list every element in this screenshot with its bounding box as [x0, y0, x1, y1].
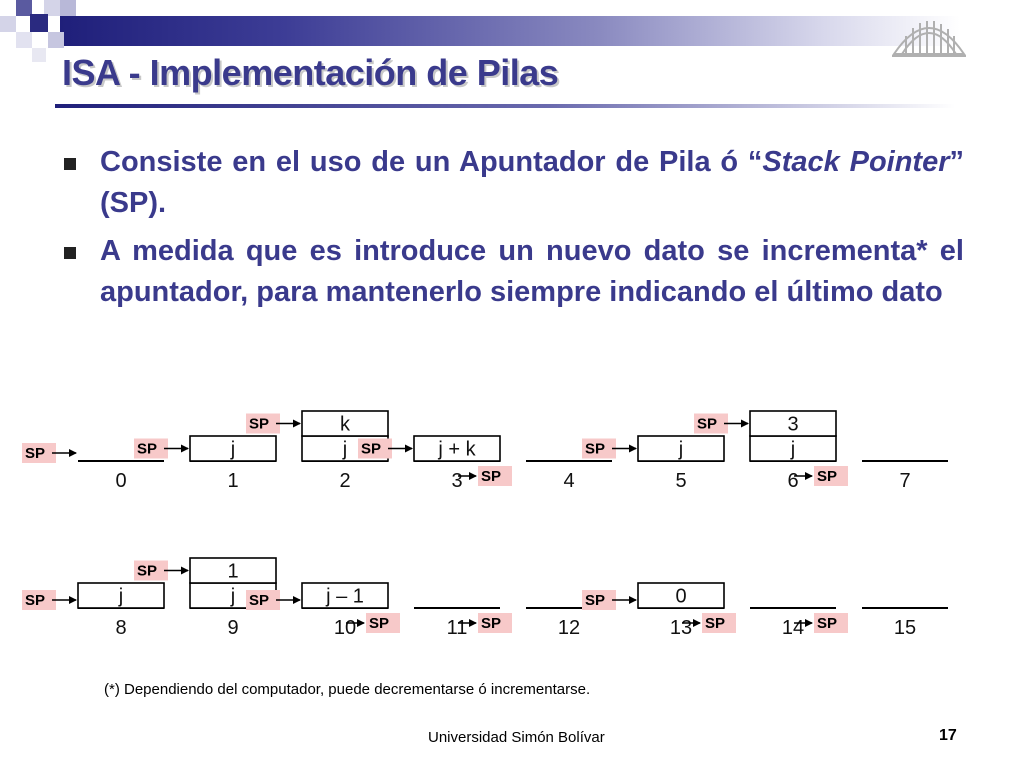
stack-cell-value: k: [340, 414, 351, 436]
sp-label: SP: [25, 592, 45, 609]
sp-label: SP: [361, 441, 381, 458]
sp-label: SP: [137, 563, 157, 580]
sp-label-box: [478, 466, 512, 486]
sp-label-box: [814, 613, 848, 633]
stack-cell-value: j – 1: [325, 586, 364, 608]
bullet-item: Consiste en el uso de un Apuntador de Pi…: [62, 142, 964, 224]
decor-square: [44, 0, 60, 16]
stack-cell: [189, 435, 277, 462]
stack-position-label: 11: [447, 617, 468, 639]
decor-square: [32, 48, 46, 62]
sp-label-box: [582, 590, 616, 610]
decor-square: [0, 16, 16, 32]
stack-cell-value: j: [118, 586, 123, 608]
stack-cell: [637, 435, 725, 462]
bullet-text: Consiste en el uso de un Apuntador de Pi…: [100, 146, 763, 178]
decor-square: [48, 32, 64, 48]
bullet-square-icon: [64, 247, 76, 259]
sp-label-box: [814, 466, 848, 486]
stack-position-label: 4: [563, 470, 574, 492]
decor-square: [16, 32, 32, 48]
sp-label: SP: [249, 416, 269, 433]
stack-position-label: 2: [339, 470, 350, 492]
sp-label: SP: [817, 615, 837, 632]
sp-label: SP: [697, 416, 717, 433]
decor-square: [30, 14, 48, 32]
stack-cell: [413, 435, 501, 462]
stack-cell-value: 0: [675, 586, 686, 608]
sp-label: SP: [817, 468, 837, 485]
sp-label: SP: [137, 441, 157, 458]
bullet-text: Stack Pointer: [762, 146, 950, 178]
stack-position-label: 12: [558, 617, 580, 639]
sp-label-box: [702, 613, 736, 633]
sp-label: SP: [481, 615, 501, 632]
stack-position-label: 15: [894, 617, 916, 639]
stack-position-label: 9: [227, 617, 238, 639]
bullet-text: ” (SP).: [100, 146, 964, 219]
sp-label: SP: [369, 615, 389, 632]
stack-cell: [189, 557, 277, 584]
sp-label: SP: [585, 592, 605, 609]
stack-position-label: 6: [787, 470, 798, 492]
stack-cell: [749, 410, 837, 437]
sp-label-box: [246, 413, 280, 434]
sp-label-box: [694, 413, 728, 434]
bullet-square-icon: [64, 158, 76, 170]
sp-label-box: [134, 438, 168, 459]
stack-position-label: 13: [670, 617, 692, 639]
bullet-list: Consiste en el uso de un Apuntador de Pi…: [62, 142, 964, 320]
sp-label: SP: [249, 592, 269, 609]
sp-label: SP: [481, 468, 501, 485]
stack-cell-value: j: [230, 439, 235, 461]
stack-position-label: 14: [782, 617, 804, 639]
stack-cell: [637, 582, 725, 609]
stack-cell: [301, 582, 389, 609]
university-logo: [892, 21, 966, 57]
stack-cell: [77, 582, 165, 609]
header-bar: [60, 16, 960, 46]
decor-square: [16, 0, 32, 16]
sp-label-box: [246, 590, 280, 610]
stack-cell: [301, 410, 389, 437]
footer-institution: Universidad Simón Bolívar: [428, 729, 605, 746]
stack-position-label: 3: [451, 470, 462, 492]
stack-cell-value: 3: [787, 414, 798, 436]
stack-cell-value: j + k: [437, 439, 476, 461]
page-number: 17: [939, 727, 957, 744]
title-underline: [55, 104, 955, 108]
bullet-text: A medida que es introduce un nuevo dato …: [100, 235, 964, 308]
sp-label-box: [134, 560, 168, 581]
stack-position-label: 7: [899, 470, 910, 492]
stack-position-label: 5: [675, 470, 686, 492]
stack-cell-value: 1: [227, 561, 238, 583]
sp-label: SP: [25, 445, 45, 462]
sp-label-box: [582, 438, 616, 459]
stack-cell-value: j: [230, 586, 235, 608]
stack-position-label: 8: [115, 617, 126, 639]
sp-label-box: [366, 613, 400, 633]
stack-position-label: 1: [227, 470, 238, 492]
stack-position-label: 10: [334, 617, 356, 639]
stack-cell-value: j: [678, 439, 683, 461]
sp-label: SP: [585, 441, 605, 458]
sp-label: SP: [705, 615, 725, 632]
sp-label-box: [22, 443, 56, 463]
sp-label-box: [22, 590, 56, 610]
stack-cell-value: j: [790, 439, 795, 461]
stack-position-label: 0: [115, 470, 126, 492]
slide-title: ISA - Implementación de Pilas: [62, 52, 559, 93]
footnote: (*) Dependiendo del computador, puede de…: [104, 681, 591, 698]
decor-square: [60, 0, 76, 16]
bullet-item: A medida que es introduce un nuevo dato …: [62, 231, 964, 313]
sp-label-box: [358, 438, 392, 459]
sp-label-box: [478, 613, 512, 633]
stack-cell-value: j: [342, 439, 347, 461]
